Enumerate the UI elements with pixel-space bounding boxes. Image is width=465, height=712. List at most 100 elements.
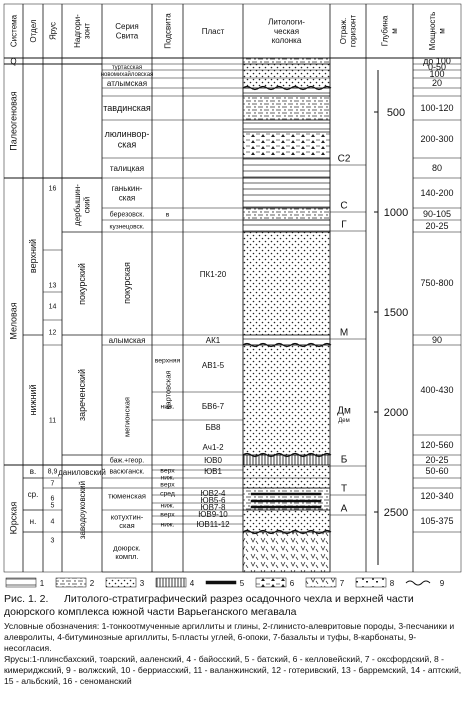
layer-label: БВ6-7	[202, 402, 225, 411]
system-cretaceous: Меловая	[9, 302, 19, 339]
lith-vartov-megion	[242, 344, 331, 456]
header-reflector: Отраж.горизонт	[339, 15, 357, 48]
suite-label: тавдинская	[103, 103, 151, 113]
suite-label: люлинвор-ская	[105, 129, 150, 149]
thickness-label: 750-800	[420, 278, 453, 288]
thickness-label: 20	[432, 78, 442, 88]
thickness-label: 90-105	[423, 209, 451, 219]
depth-tick-label: 500	[387, 107, 405, 119]
depth-tick-label: 1000	[384, 207, 408, 219]
horizon-derbyshin: дербышин-ский	[73, 184, 91, 226]
depth-tick-label: 2500	[384, 507, 408, 519]
horizon-pokur: покурский	[77, 263, 87, 305]
subsuite-label: верх	[160, 511, 175, 518]
legend-number: 2	[90, 579, 95, 588]
lith-berezov	[242, 207, 331, 221]
department-jurassic-upper: в.	[30, 467, 36, 476]
system-paleogene: Палеогеновая	[9, 91, 19, 150]
unconformity-mark	[242, 85, 332, 91]
thickness-label: 120-560	[420, 440, 453, 450]
legend-number: 4	[190, 579, 195, 588]
subsuite-label: ниж.	[161, 403, 175, 410]
horizon-danilov: даниловский	[58, 468, 106, 477]
subsuite-label: верхняя	[155, 357, 181, 364]
suite-label: мегионская	[123, 397, 132, 437]
subsuite-label: сред	[160, 490, 175, 497]
thickness-label: 20-25	[425, 221, 448, 231]
lith-tavda	[242, 95, 331, 121]
legend-number: 9	[440, 579, 445, 588]
department-jurassic-lower: н.	[30, 517, 37, 526]
layer-label: ПК1-20	[200, 270, 227, 279]
suite-label: тюменская	[108, 492, 146, 501]
reflector-label: Дем	[338, 418, 350, 424]
suite-label: атлымская	[107, 79, 147, 88]
header-system: Система	[9, 14, 18, 47]
thickness-label: 400-430	[420, 385, 453, 395]
header-depth: Глубинам	[381, 15, 399, 46]
thickness-label: 120-340	[420, 491, 453, 501]
legend-number: 8	[390, 579, 395, 588]
layer-label: ЮВ1	[204, 467, 222, 476]
layer-label: АВ1-5	[202, 361, 225, 370]
stage-label: 14	[49, 303, 57, 310]
unconformity-mark	[242, 452, 332, 458]
legend-description: Условные обозначения: 1-тонкоотмученные …	[4, 621, 455, 653]
thickness-label: 80	[432, 163, 442, 173]
layer-label: ЮВ11-12	[196, 520, 230, 529]
system-quaternary: Q	[10, 57, 16, 66]
subsuite-label: ниж.	[161, 474, 175, 481]
thickness-label: 200-300	[420, 134, 453, 144]
legend-swatch	[405, 580, 431, 586]
reflector-label: А	[341, 504, 348, 515]
thickness-label: 100	[429, 69, 444, 79]
legend-swatch	[205, 580, 237, 585]
figure-number: Рис. 1. 2.	[4, 593, 49, 605]
stage-label: 6	[51, 495, 55, 502]
stage-label: 4	[51, 518, 55, 525]
suite-label: баж.+геор.	[110, 456, 145, 464]
legend-number: 3	[140, 579, 145, 588]
stage-label: 5	[51, 502, 55, 509]
header-layer: Пласт	[202, 27, 225, 36]
layer-label: Ач1-2	[202, 443, 224, 452]
department-upper: верхний	[28, 239, 38, 273]
header-department: Отдел	[29, 19, 38, 42]
reflector-label: С	[340, 201, 347, 212]
stage-label: 16	[49, 185, 57, 192]
suite-label: котухтин-ская	[111, 512, 144, 530]
header-subsuite: Подсвита	[163, 13, 172, 49]
lith-lyulinvor-upper	[242, 119, 331, 133]
coal-seam	[250, 492, 322, 496]
reflector-label: Дм	[337, 406, 351, 417]
layer-label: ЮВ7-8	[201, 503, 227, 512]
reflector-label: Г	[341, 220, 347, 231]
depth-tick-label: 1500	[384, 307, 408, 319]
department-jurassic-middle: ср.	[28, 490, 39, 499]
subsuite-label: ниж.	[161, 521, 175, 528]
coal-seam	[250, 505, 322, 509]
subsuite-label: ниж.	[161, 502, 175, 509]
suite-label: вартовская	[164, 371, 173, 410]
layer-label: БВ8	[205, 423, 221, 432]
legend-swatch	[105, 577, 137, 588]
lith-kotukhta	[242, 509, 331, 533]
unconformity-mark	[242, 342, 332, 348]
suite-label: новомихайловская	[101, 71, 154, 78]
header-stage: Ярус	[48, 22, 57, 40]
lith-turtas	[242, 63, 331, 89]
system-jurassic: Юрская	[9, 502, 19, 535]
stage-label: 12	[49, 329, 57, 336]
stage-label: 13	[49, 282, 57, 289]
subsuite-label: верх	[160, 481, 175, 488]
reflector-label: М	[340, 328, 348, 339]
reflector-label: Т	[341, 484, 347, 495]
layer-label: ЮВ5-6	[201, 496, 227, 505]
figure-caption: Рис. 1. 2.Литолого-стратиграфический раз…	[4, 593, 462, 687]
layer-label: АК1	[206, 336, 221, 345]
suite-label: доюрск.компл.	[113, 543, 140, 561]
stage-label: 11	[49, 417, 56, 424]
lith-pre-jurassic	[242, 531, 331, 573]
